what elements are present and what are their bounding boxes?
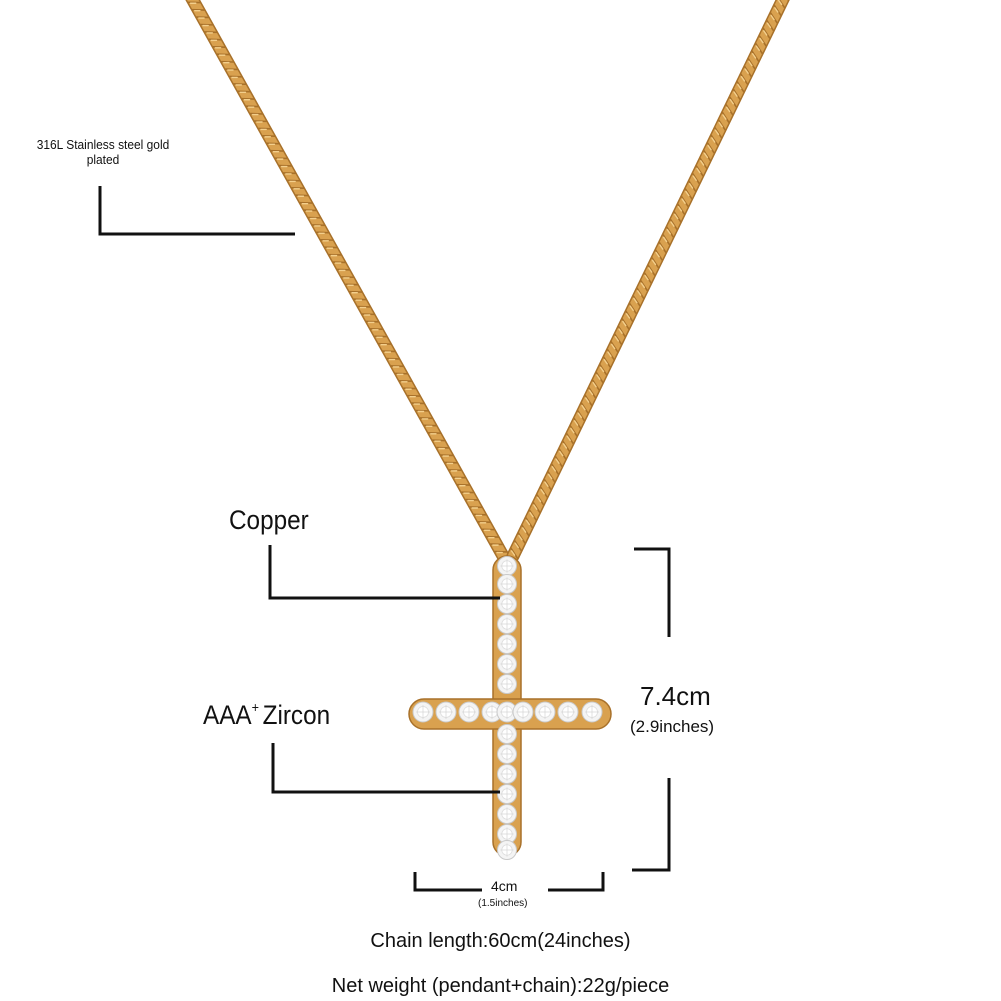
zircon-callout-line [271,743,500,794]
width-inch-label: (1.5inches) [478,898,528,909]
zircon-stone [497,614,517,634]
zircon-stone [497,556,517,576]
bail-material-label: Copper [229,505,309,535]
height-bracket-bottom [632,778,671,872]
steel-callout-line [98,186,295,236]
net-weight-text: Net weight (pendant+chain):22g/piece [331,975,670,997]
zircon-stone [497,804,517,824]
zircon-stone [497,574,517,594]
chain-length-text: Chain length:60cm(24inches) [370,930,631,952]
stone-label: AAA+Zircon [203,699,331,730]
zircon-stone [497,744,517,764]
width-cm-label: 4cm [491,878,518,894]
zircon-stone [497,634,517,654]
zircon-stone [497,784,517,804]
stone-grade-plus: + [251,699,259,715]
copper-callout-line [268,545,500,600]
zircon-stone [497,840,517,860]
zircon-stone [557,701,579,723]
zircon-stone [581,701,603,723]
zircon-stone [497,594,517,614]
height-cm-label: 7.4cm [640,681,711,711]
zircon-stone [497,764,517,784]
width-bracket-right [548,872,605,892]
zircon-stone [534,701,556,723]
zircon-stone [497,654,517,674]
cross-pendant [408,555,612,860]
chain-material-label: 316L Stainless steel gold plated [36,137,170,167]
zircon-stone [481,701,503,723]
zircon-stone [497,674,517,694]
chain-left-strand [185,0,510,563]
zircon-stone [497,724,517,744]
callout-lines [98,186,671,892]
stone-type: Zircon [262,700,331,730]
zircon-stone [412,701,434,723]
height-inch-label: (2.9inches) [630,717,715,736]
stone-grade: AAA [203,700,252,730]
height-bracket-top [634,547,671,637]
rope-chain [185,0,790,563]
width-bracket-left [413,872,482,892]
zircon-stone [435,701,457,723]
zircon-stone [458,701,480,723]
chain-right-strand [506,0,790,563]
zircon-stone [512,701,534,723]
